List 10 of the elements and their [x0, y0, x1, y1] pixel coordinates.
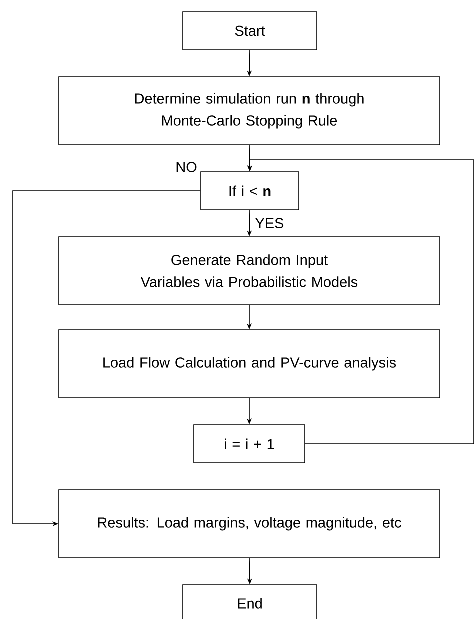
process-box: Load Flow Calculation and PV-curve analysis: [58, 330, 440, 398]
process-box: End: [182, 584, 318, 619]
process-box: Determine simulation run n through Monte-Carlo Stopping Rule: [58, 76, 440, 146]
edge-label: YES: [254, 217, 286, 230]
process-box: Generate Random Input Variables via Probabilistic Models: [58, 236, 440, 306]
process-box: i = i + 1: [194, 424, 306, 464]
process-box: If i < n: [200, 172, 300, 210]
process-box: Results: Load margins, voltage magnitude, etc: [58, 490, 440, 558]
edge-label: NO: [174, 161, 198, 174]
process-box: Start: [182, 12, 318, 50]
